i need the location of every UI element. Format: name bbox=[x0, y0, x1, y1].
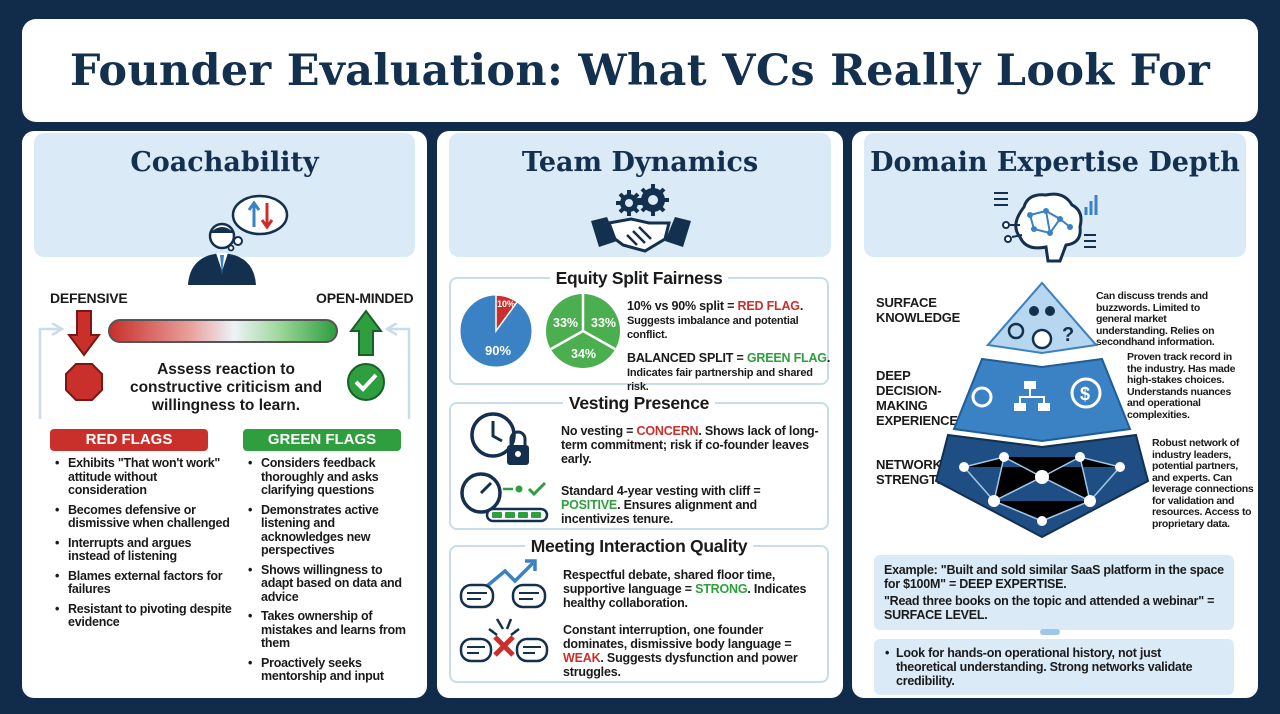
pie2-c-label: 34% bbox=[571, 347, 597, 361]
list-item: Resistant to pivoting despite evidence bbox=[52, 602, 232, 630]
tip-box: • Look for hands-on operational history,… bbox=[874, 639, 1234, 695]
brain-network-icon bbox=[994, 192, 1098, 263]
green-up-arrow-icon bbox=[349, 309, 383, 356]
left-bracket-arrow bbox=[38, 323, 64, 419]
conflict-conversation-icon bbox=[459, 618, 549, 663]
equity-split-box: Equity Split Fairness bbox=[449, 268, 829, 385]
list-item: Becomes defensive or dismissive when cha… bbox=[52, 503, 232, 531]
meeting-title: Meeting Interaction Quality bbox=[524, 536, 754, 556]
equity-bad-desc: Suggests imbalance and potential conflic… bbox=[627, 315, 799, 341]
green-flags-list: Considers feedback thoroughly and asks c… bbox=[245, 456, 415, 690]
list-item: Considers feedback thoroughly and asks c… bbox=[245, 456, 415, 498]
list-item: Shows willingness to adapt based on data… bbox=[245, 563, 415, 605]
network-strength-label: NETWORK STRENGTH bbox=[876, 457, 946, 487]
concern-text: CONCERN bbox=[636, 424, 699, 438]
equity-title: Equity Split Fairness bbox=[549, 268, 729, 288]
pie2-a-label: 33% bbox=[553, 316, 579, 330]
positive-text: POSITIVE bbox=[561, 498, 618, 512]
list-item: Demonstrates active listening and acknow… bbox=[245, 503, 415, 558]
coachability-heading: Coachability bbox=[130, 147, 319, 178]
surface-knowledge-desc: Can discuss trends and buzzwords. Limite… bbox=[1096, 290, 1215, 348]
domain-expertise-panel: Domain Expertise Depth SURFACE KNOWLEDGE… bbox=[852, 131, 1258, 698]
example-surface-text: "Read three books on the topic and atten… bbox=[884, 594, 1215, 622]
handshake-gears-icon bbox=[591, 184, 691, 253]
gauge-progress-icon bbox=[460, 472, 549, 523]
divider-icon bbox=[1040, 629, 1060, 635]
weak-text: WEAK bbox=[563, 651, 601, 665]
pie2-b-label: 33% bbox=[591, 316, 617, 330]
vesting-title: Vesting Presence bbox=[562, 393, 716, 413]
defensive-label: DEFENSIVE bbox=[50, 290, 128, 306]
red-flag-text: RED FLAG bbox=[737, 299, 800, 313]
tip-text: Look for hands-on operational history, n… bbox=[896, 646, 1193, 688]
deep-experience-label: DEEP DECISION-MAKING EXPERIENCE bbox=[876, 368, 958, 428]
strong-text: STRONG bbox=[695, 582, 748, 596]
stop-sign-icon bbox=[65, 363, 103, 401]
list-item: Proactively seeks mentorship and input bbox=[245, 656, 415, 684]
svg-text:?: ? bbox=[1062, 324, 1074, 346]
equity-bad-post: . bbox=[799, 299, 804, 313]
meeting-box: Meeting Interaction Quality bbox=[449, 536, 829, 683]
weak-meeting-text: Constant interruption, one founder domin… bbox=[563, 623, 798, 679]
list-item: Blames external factors for failures bbox=[52, 569, 232, 597]
strong-meeting-text: Respectful debate, shared floor time, su… bbox=[563, 568, 807, 610]
equity-bad-pre: 10% vs 90% split = bbox=[627, 299, 738, 313]
example-box: Example: "Built and sold similar SaaS pl… bbox=[874, 555, 1234, 630]
pie1-small-label: 10% bbox=[497, 299, 516, 309]
green-flag-text: GREEN FLAG bbox=[746, 351, 827, 365]
list-item: Takes ownership of mistakes and learns f… bbox=[245, 609, 415, 651]
equity-good-post: . bbox=[826, 351, 831, 365]
open-minded-label: OPEN-MINDED bbox=[316, 290, 414, 306]
list-item: Interrupts and argues instead of listeni… bbox=[52, 536, 232, 564]
team-dynamics-heading: Team Dynamics bbox=[521, 147, 759, 178]
pie-even-split-icon bbox=[546, 294, 620, 368]
domain-expertise-heading: Domain Expertise Depth bbox=[870, 147, 1240, 178]
coachability-panel: Coachability DEFENSIVE OPEN-MINDED bbox=[22, 131, 427, 698]
green-check-icon bbox=[347, 363, 385, 401]
pie-90-10-icon bbox=[459, 294, 533, 368]
clock-lock-icon bbox=[470, 412, 529, 465]
red-flags-badge: RED FLAGS bbox=[50, 429, 208, 451]
equity-good-pre: BALANCED SPLIT = bbox=[627, 351, 747, 365]
pie1-big-label: 90% bbox=[485, 343, 512, 358]
expertise-pyramid-diagram: ? $ bbox=[934, 281, 1150, 539]
page-title: Founder Evaluation: What VCs Really Look… bbox=[69, 45, 1211, 96]
defensive-open-spectrum-bar bbox=[108, 319, 338, 343]
team-dynamics-panel: Team Dynamics Equity Split Fairness 10% … bbox=[437, 131, 843, 698]
assess-text: Assess reaction to constructive criticis… bbox=[129, 361, 323, 414]
title-bar: Founder Evaluation: What VCs Really Look… bbox=[22, 19, 1258, 122]
svg-text:$: $ bbox=[1080, 384, 1090, 404]
equity-good-desc: Indicates fair partnership and shared ri… bbox=[627, 367, 813, 393]
network-strength-desc: Robust network of industry leaders, pote… bbox=[1152, 437, 1254, 530]
no-vesting-text: No vesting = CONCERN. Shows lack of long… bbox=[561, 424, 819, 466]
deep-experience-desc: Proven track record in the industry. Has… bbox=[1127, 351, 1236, 421]
standard-vesting-text: Standard 4-year vesting with cliff = POS… bbox=[561, 484, 761, 526]
green-flags-badge: GREEN FLAGS bbox=[243, 429, 401, 451]
red-down-arrow-icon bbox=[67, 310, 101, 357]
person-thinking-icon bbox=[188, 194, 289, 285]
example-deep-text: Example: "Built and sold similar SaaS pl… bbox=[884, 563, 1224, 591]
list-item: Exhibits "That won't work" attitude with… bbox=[52, 456, 232, 498]
surface-knowledge-label: SURFACE KNOWLEDGE bbox=[876, 295, 961, 325]
bullet-icon: • bbox=[885, 646, 890, 660]
right-bracket-arrow bbox=[385, 323, 411, 419]
positive-conversation-icon bbox=[459, 559, 547, 609]
red-flags-list: Exhibits "That won't work" attitude with… bbox=[52, 456, 232, 636]
